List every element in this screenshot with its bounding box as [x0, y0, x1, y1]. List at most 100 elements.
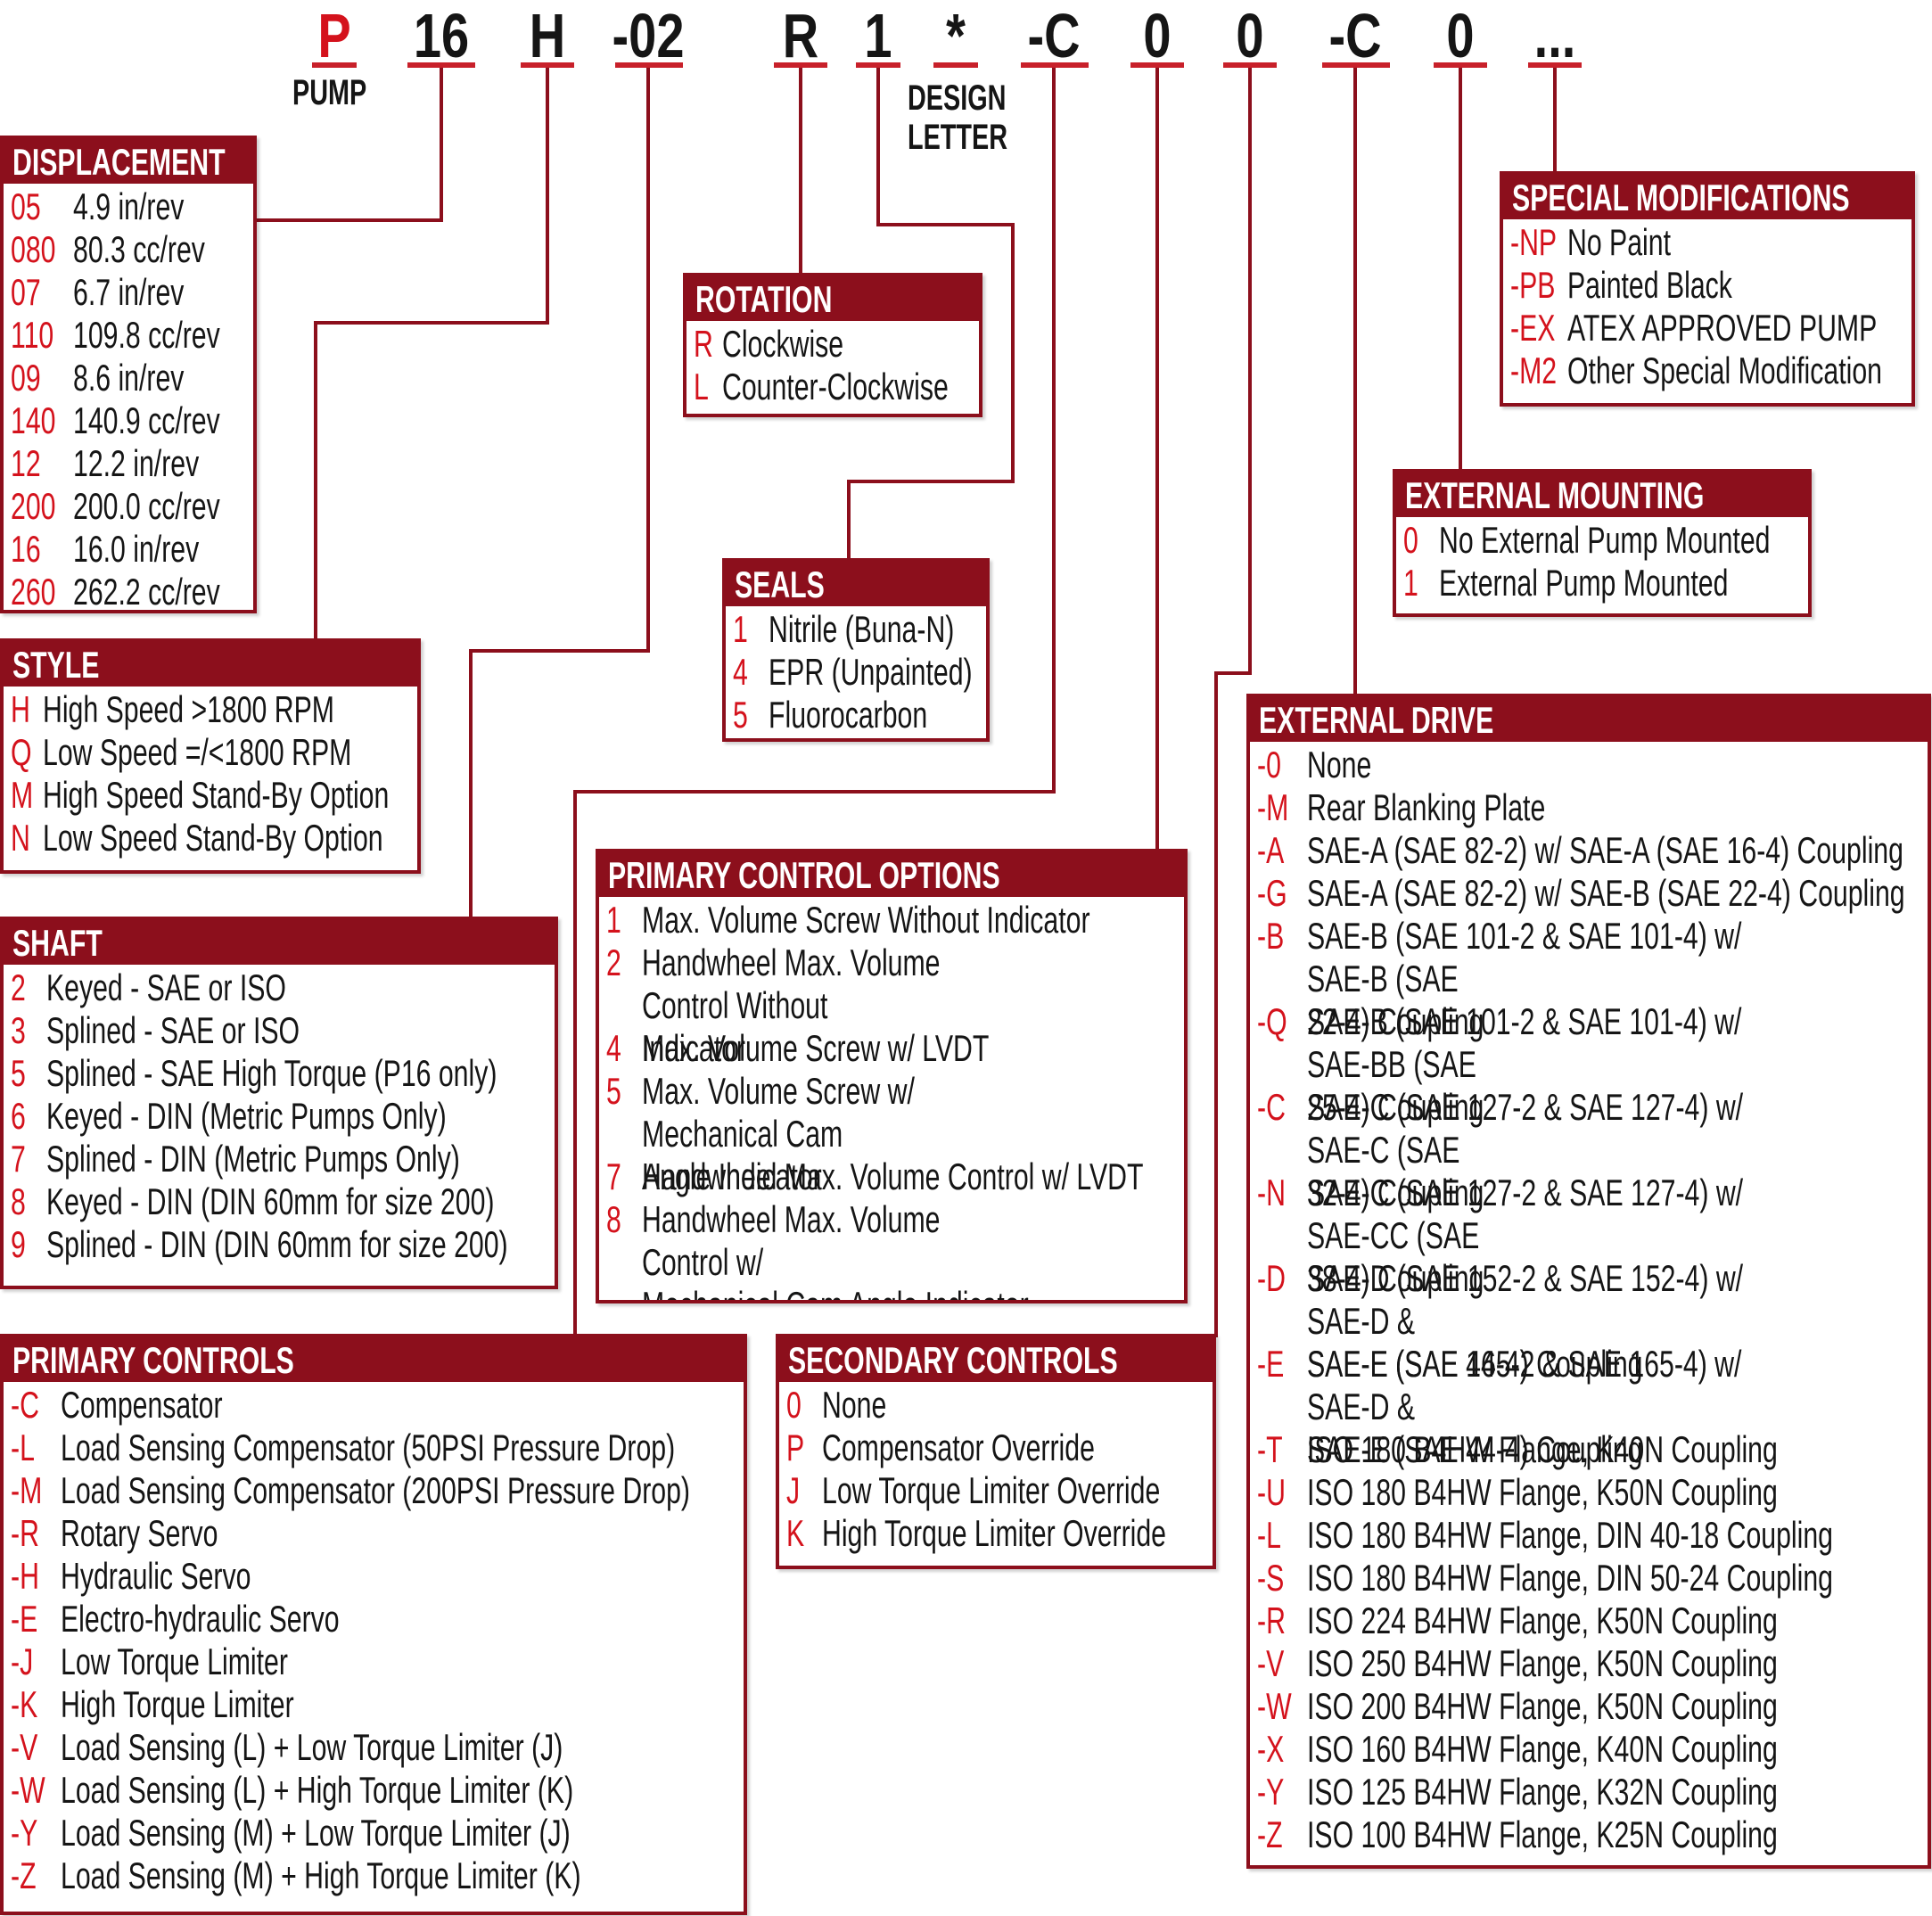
option-code: -W — [1257, 1685, 1292, 1727]
external-mounting-title-text: EXTERNAL MOUNTING — [1405, 474, 1705, 516]
option-code: M — [11, 774, 34, 816]
option-code: -C — [11, 1384, 39, 1426]
option-description: SAE-B (SAE 101-2 & SAE 101-4) w/ SAE-BB … — [1307, 1000, 1742, 1128]
code-char-seals: 1 — [864, 1, 892, 70]
option-description: ISO 125 B4HW Flange, K32N Coupling — [1307, 1771, 1778, 1813]
option-description: Hydraulic Servo — [61, 1555, 251, 1597]
option-code: -L — [11, 1427, 35, 1468]
option-code: 4 — [733, 651, 748, 693]
option-description: ATEX APPROVED PUMP — [1567, 307, 1878, 349]
option-code: R — [694, 323, 713, 365]
option-row: -H Hydraulic Servo — [11, 1555, 744, 1598]
option-description: Keyed - DIN (DIN 60mm for size 200) — [46, 1180, 495, 1222]
option-description: Rear Blanking Plate — [1307, 786, 1546, 828]
code-char-primary-control-options: 0 — [1143, 1, 1172, 70]
option-code: -Z — [11, 1854, 37, 1896]
external-drive-title: EXTERNAL DRIVE — [1250, 697, 1928, 742]
option-description: Handwheel Max. Volume Control w/ LVDT — [642, 1155, 1144, 1197]
option-description: Low Speed =/<1800 RPM — [43, 731, 352, 773]
option-description: High Speed >1800 RPM — [43, 688, 334, 730]
option-code: 12 — [11, 442, 41, 484]
option-description: SAE-E (SAE 165-2 & SAE 165-4) w/ SAE-D &… — [1307, 1343, 1742, 1470]
secondary-controls-title: SECONDARY CONTROLS — [779, 1337, 1213, 1382]
option-description: Low Torque Limiter — [61, 1641, 288, 1682]
option-description: Load Sensing (L) + High Torque Limiter (… — [61, 1769, 574, 1811]
option-code: -K — [11, 1683, 38, 1725]
displacement-title-text: DISPLACEMENT — [12, 141, 226, 183]
option-code: -M — [1257, 786, 1289, 828]
option-description: Splined - DIN (Metric Pumps Only) — [46, 1138, 460, 1180]
option-description: Nitrile (Buna-N) — [769, 608, 955, 650]
rotation-title: ROTATION — [686, 276, 979, 321]
connector-shaft — [469, 64, 650, 918]
underline — [1434, 62, 1487, 68]
option-description: Load Sensing Compensator (50PSI Pressure… — [61, 1427, 676, 1468]
displacement-title: DISPLACEMENT — [4, 139, 253, 184]
code-char-design-letter: * — [946, 1, 966, 70]
option-code: 200 — [11, 485, 56, 527]
option-code: N — [11, 817, 30, 859]
option-code: -NP — [1510, 221, 1558, 263]
option-code: -L — [1257, 1514, 1281, 1556]
option-description: SAE-B (SAE 101-2 & SAE 101-4) w/ SAE-B (… — [1307, 915, 1742, 1042]
option-description: Other Special Modification — [1567, 349, 1882, 391]
option-description: 109.8 cc/rev — [73, 314, 220, 356]
option-code: -N — [1257, 1172, 1286, 1213]
option-row: -E SAE-E (SAE 165-2 & SAE 165-4) w/ SAE-D… — [1257, 1343, 1928, 1470]
primary-control-options-title-text: PRIMARY CONTROL OPTIONS — [608, 854, 1000, 896]
option-code: -V — [1257, 1642, 1285, 1684]
option-description: Fluorocarbon — [769, 694, 928, 736]
code-char-rotation: R — [782, 1, 819, 70]
option-code: -0 — [1257, 744, 1281, 785]
option-code: -M2 — [1510, 349, 1558, 391]
option-description: SAE-D (SAE 152-2 & SAE 152-4) w/ SAE-D &… — [1307, 1257, 1744, 1385]
option-code: -X — [1257, 1728, 1285, 1770]
option-code: -PB — [1510, 264, 1556, 306]
option-code: -M — [11, 1469, 43, 1511]
underline — [521, 62, 574, 68]
external-mounting-title: EXTERNAL MOUNTING — [1396, 473, 1808, 517]
option-description: Splined - DIN (DIN 60mm for size 200) — [46, 1223, 508, 1265]
option-code: -D — [1257, 1257, 1286, 1299]
option-description: Counter-Clockwise — [722, 366, 949, 407]
code-char-special-modifications: ... — [1533, 1, 1576, 70]
option-code: -H — [11, 1555, 39, 1597]
option-description: Load Sensing (M) + Low Torque Limiter (J… — [61, 1812, 571, 1854]
underline — [407, 62, 475, 68]
special-modifications-title-text: SPECIAL MODIFICATIONS — [1512, 177, 1850, 218]
option-code: 07 — [11, 271, 41, 313]
option-description: 6.7 in/rev — [73, 271, 185, 313]
option-description: ISO 180 B4HW Flange, K40N Coupling — [1307, 1428, 1778, 1470]
option-code: -Z — [1257, 1813, 1283, 1855]
option-code: -S — [1257, 1557, 1285, 1599]
option-code: -E — [1257, 1343, 1285, 1385]
